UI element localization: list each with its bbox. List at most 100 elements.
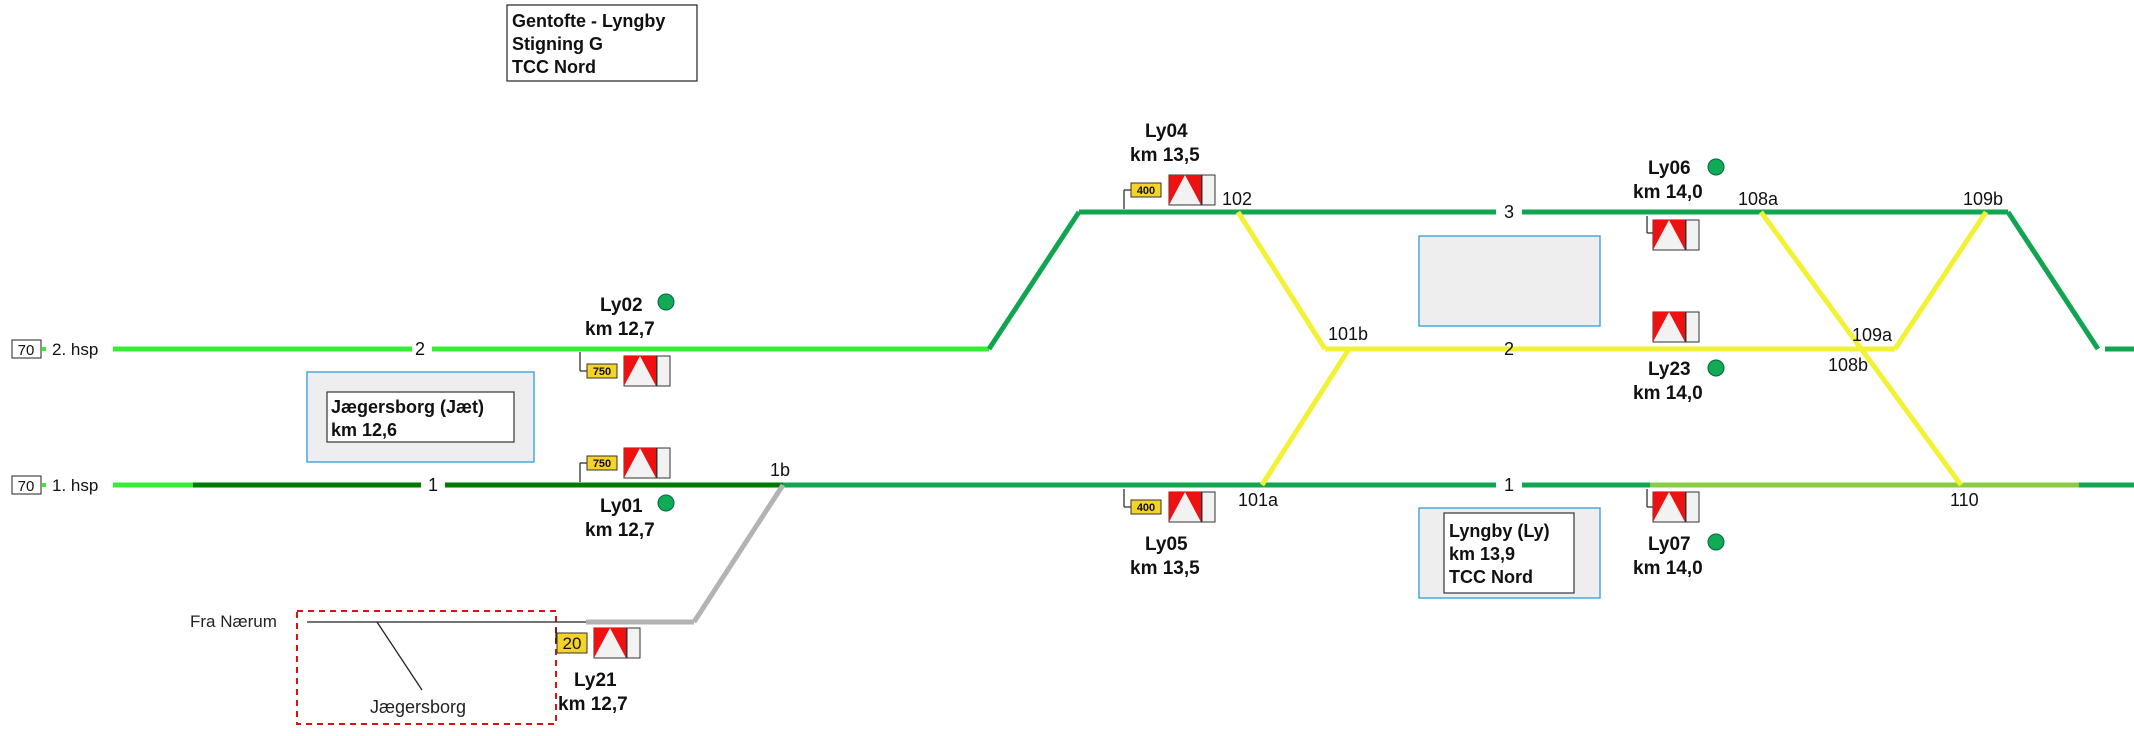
switch-109a: 109a — [1852, 325, 1893, 345]
switch-110: 110 — [1950, 490, 1979, 510]
station-jaegersborg[interactable]: Jægersborg (Jæt) km 12,6 — [306, 371, 535, 463]
signal-Ly05-red-left — [1169, 492, 1185, 522]
signal-Ly06-red-right — [1669, 220, 1685, 250]
track-3-exit-curve[interactable] — [2005, 210, 2101, 351]
station-jaegersborg-label-box — [326, 391, 515, 443]
signal-Ly23-plate — [1685, 311, 1700, 343]
signal-Ly23-km: km 14,0 — [1633, 383, 1703, 404]
crossover-109b-109a[interactable] — [1892, 210, 1989, 351]
track-label-1-ly: 1 — [1504, 475, 1514, 495]
signal-Ly01-plate — [656, 447, 671, 479]
line-1-entry[interactable]: 70 1. hsp — [11, 475, 98, 495]
signal-Ly07-red-right — [1669, 492, 1685, 522]
signal-Ly06-name: Ly06 — [1648, 158, 1691, 179]
track-label-2-ly: 2 — [1504, 339, 1514, 359]
switch-101b: 101b — [1328, 324, 1368, 344]
signal-Ly05-red-right — [1185, 492, 1201, 522]
signal-Ly02-red-right — [640, 356, 656, 386]
line-1-speed: 70 — [18, 478, 35, 495]
switch-108b: 108b — [1828, 355, 1868, 375]
signal-Ly06-km: km 14,0 — [1633, 182, 1703, 203]
crossover-108a-110[interactable] — [1758, 210, 1964, 487]
switch-1b: 1b — [770, 460, 790, 480]
station-lyngby[interactable]: Lyngby (Ly) km 13,9 TCC Nord — [1418, 507, 1601, 599]
signal-Ly01-speed: 750 — [593, 458, 611, 470]
signal-Ly07[interactable]: Ly07 km 14,0 — [1633, 489, 1725, 579]
signal-Ly06-plate — [1685, 219, 1700, 251]
signal-Ly21-name: Ly21 — [574, 670, 617, 691]
station-lyngby-tcc: TCC Nord — [1449, 567, 1533, 587]
signal-Ly04-speed-box — [1130, 182, 1162, 198]
signal-Ly05-speed-box — [1130, 499, 1162, 515]
signal-Ly01[interactable]: 750 Ly01 km 12,7 — [579, 447, 675, 541]
signal-Ly21-speed: 20 — [563, 634, 582, 653]
line-1-name: 1. hsp — [52, 476, 98, 495]
line-2-entry[interactable]: 70 2. hsp — [11, 339, 98, 359]
signal-Ly23-indicator — [1707, 359, 1725, 377]
line-1-speed-box — [11, 475, 42, 495]
signal-Ly06[interactable]: Ly06 km 14,0 — [1633, 158, 1725, 251]
branch-stub — [376, 621, 423, 691]
signal-Ly02-speed: 750 — [593, 366, 611, 378]
branch-track[interactable] — [586, 483, 786, 625]
signal-Ly04[interactable]: Ly04 km 13,5 400 — [1123, 121, 1216, 209]
header-box-border — [506, 4, 698, 82]
signal-Ly05[interactable]: 400 Ly05 km 13,5 — [1123, 489, 1216, 579]
signal-Ly07-red-left — [1653, 492, 1669, 522]
line-1-marker — [42, 483, 46, 487]
lyngby-area-upper — [1418, 235, 1601, 327]
signal-Ly01-km: km 12,7 — [585, 520, 655, 541]
track-2-to-3-curve[interactable] — [986, 210, 1082, 351]
branch-track-curve[interactable] — [691, 483, 786, 624]
line-2-speed-box — [11, 339, 42, 359]
track-label-2: 2 — [415, 339, 425, 359]
station-lyngby-name: Lyngby (Ly) — [1449, 521, 1550, 541]
signal-Ly07-km: km 14,0 — [1633, 558, 1703, 579]
signal-Ly01-red-left — [624, 448, 640, 478]
branch-dashed-border — [296, 610, 557, 725]
signal-Ly01-indicator — [657, 494, 675, 512]
signal-Ly23-red-left — [1653, 312, 1669, 342]
switch-102: 102 — [1222, 189, 1252, 209]
signal-Ly07-name: Ly07 — [1648, 534, 1691, 555]
track-3[interactable] — [1079, 209, 2134, 352]
signal-Ly23[interactable]: Ly23 km 14,0 — [1633, 311, 1725, 404]
line-2-speed: 70 — [18, 342, 35, 359]
track-2[interactable] — [113, 210, 1895, 352]
signal-Ly06-indicator — [1707, 158, 1725, 176]
signal-Ly01-speed-box — [586, 455, 618, 471]
signal-Ly04-red-right — [1185, 175, 1201, 205]
station-lyngby-label-box — [1443, 512, 1575, 594]
signal-Ly21-speed-box — [556, 632, 588, 654]
signal-Ly04-speed: 400 — [1137, 185, 1155, 197]
signal-Ly21-km: km 12,7 — [558, 694, 628, 715]
signal-Ly21-red-right — [610, 628, 626, 658]
signal-Ly21-red-left — [594, 628, 610, 658]
signal-Ly04-km: km 13,5 — [1130, 145, 1200, 166]
signal-Ly01-red-right — [640, 448, 656, 478]
switch-108a: 108a — [1738, 189, 1779, 209]
branch-area: Fra Nærum Jægersborg — [190, 610, 586, 725]
signal-Ly23-name: Ly23 — [1648, 359, 1691, 380]
branch-area-label: Jægersborg — [370, 697, 466, 717]
signal-Ly02[interactable]: Ly02 km 12,7 750 — [579, 293, 675, 387]
signal-Ly23-red-right — [1669, 312, 1685, 342]
signal-Ly06-red-left — [1653, 220, 1669, 250]
signal-Ly04-red-left — [1169, 175, 1185, 205]
crossover-101b-101a[interactable] — [1259, 347, 1352, 487]
signal-Ly21[interactable]: 20 Ly21 km 12,7 — [555, 627, 641, 715]
signal-Ly05-plate — [1201, 491, 1216, 523]
track-label-1: 1 — [428, 475, 438, 495]
switch-101a: 101a — [1238, 490, 1279, 510]
signal-Ly05-speed: 400 — [1137, 502, 1155, 514]
crossovers[interactable] — [1235, 210, 1989, 487]
signal-Ly04-plate — [1201, 174, 1216, 206]
crossover-102-101b[interactable] — [1235, 210, 1328, 351]
signal-Ly21-plate — [626, 627, 641, 659]
signal-Ly02-indicator — [657, 293, 675, 311]
line-2-marker — [42, 347, 46, 351]
signal-Ly02-speed-box — [586, 363, 618, 379]
station-jaegersborg-km: km 12,6 — [331, 420, 397, 440]
